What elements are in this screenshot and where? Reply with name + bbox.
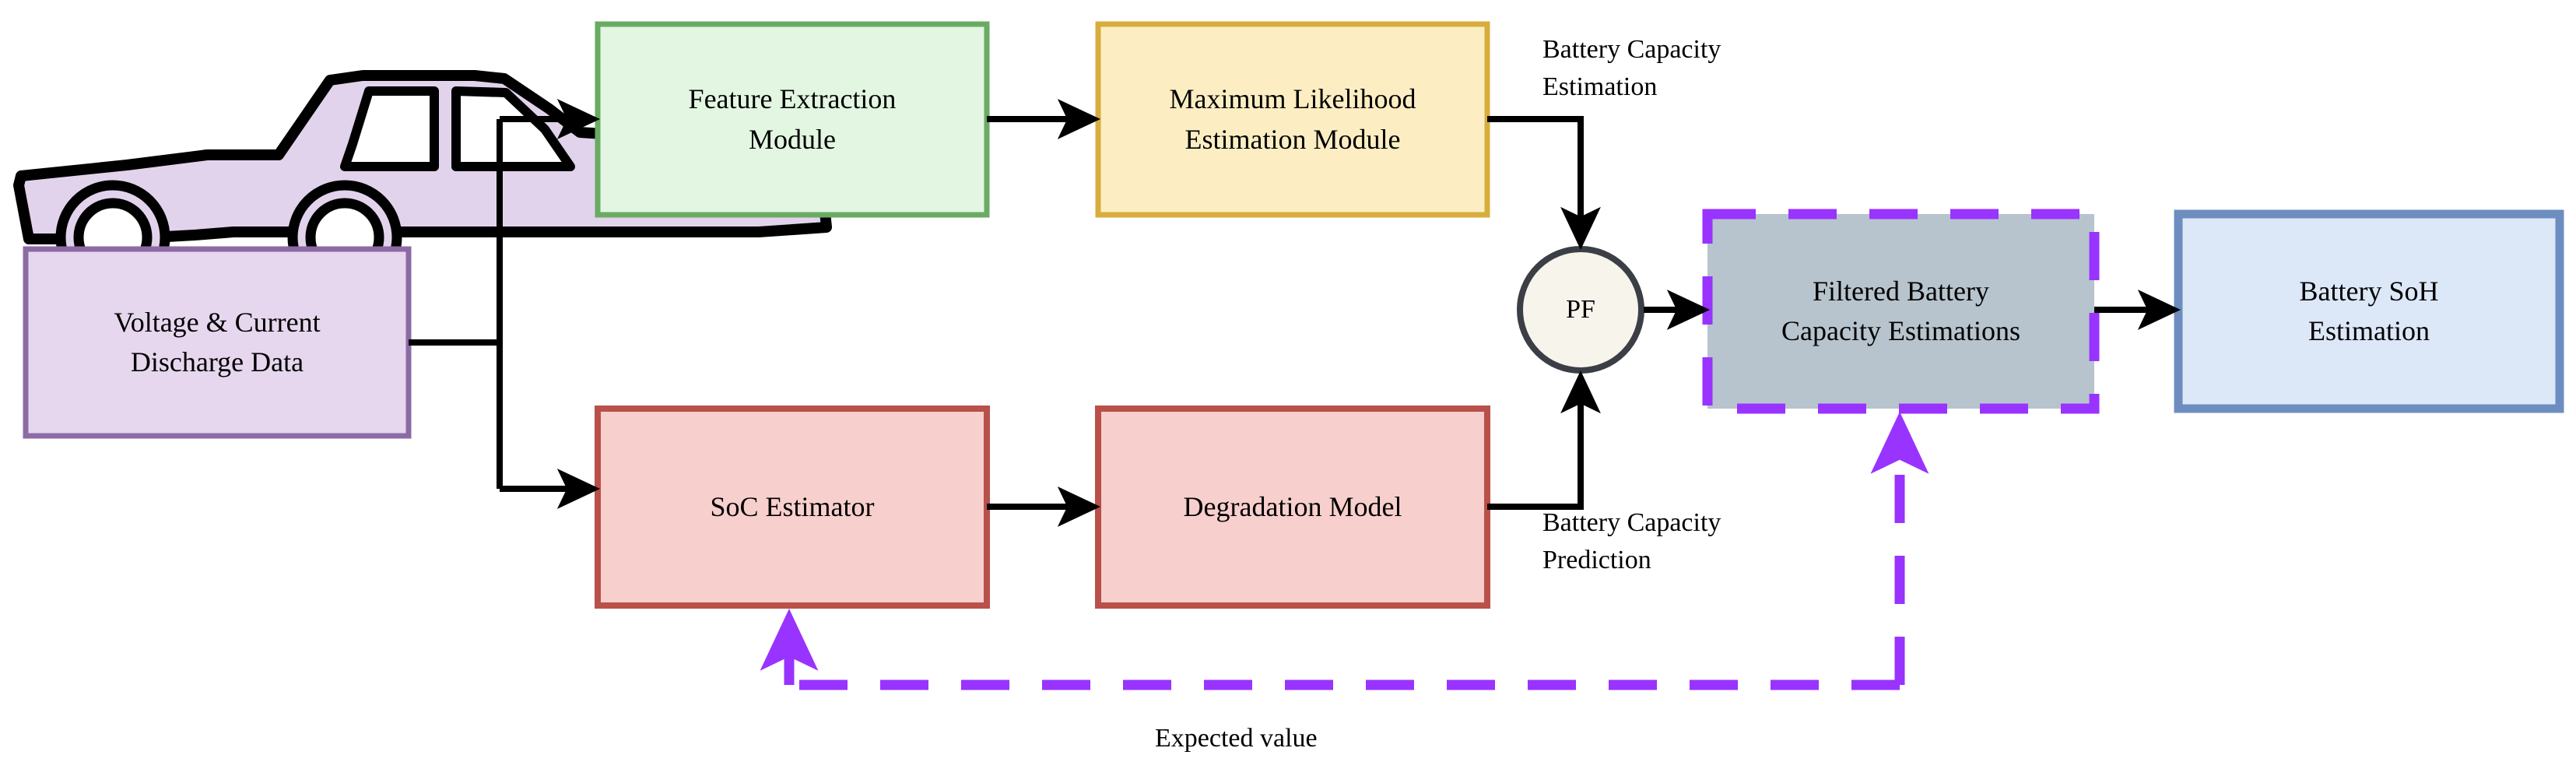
label-battery-capacity-estimation: Battery Capacity Estimation — [1542, 35, 1721, 102]
label-battery-capacity-prediction: Battery Capacity Prediction — [1542, 508, 1721, 575]
box-soc-estimator — [595, 406, 990, 609]
edge-mle-to-pf — [1487, 116, 1601, 251]
box-battery-soh-estimation — [2174, 209, 2564, 413]
box-maximum-likelihood-estimation-module — [1095, 21, 1490, 218]
node-particle-filter — [1517, 246, 1644, 374]
box-feature-extraction-module — [595, 21, 990, 218]
label-expected-value: Expected value — [1155, 724, 1318, 753]
box-voltage-current-discharge-data — [23, 246, 412, 439]
edge-degradation-model-to-pf — [1487, 370, 1601, 510]
box-filtered-battery-capacity-estimations — [1702, 209, 2100, 414]
box-degradation-model — [1095, 406, 1490, 609]
